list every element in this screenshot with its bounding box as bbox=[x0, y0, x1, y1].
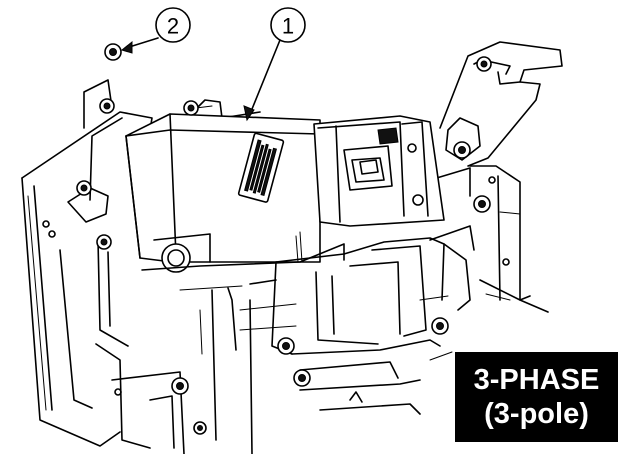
phase-badge: 3-PHASE (3-pole) bbox=[455, 352, 618, 442]
phase-badge-line2: (3-pole) bbox=[484, 398, 589, 430]
callout-1-number: 1 bbox=[282, 14, 294, 39]
terminal-assembly bbox=[179, 225, 475, 454]
callout-1: 1 bbox=[270, 7, 306, 43]
callout-leaders bbox=[120, 37, 281, 122]
screw-item-2 bbox=[104, 43, 122, 61]
mounting-frame bbox=[21, 79, 261, 454]
phase-badge-line1: 3-PHASE bbox=[473, 364, 600, 396]
breaker-handle-block bbox=[313, 115, 445, 227]
hardware-screws bbox=[42, 43, 510, 435]
circuit-breaker bbox=[125, 113, 345, 273]
label-plate bbox=[237, 132, 285, 203]
callout-2-number: 2 bbox=[167, 14, 179, 39]
right-bracket bbox=[429, 41, 563, 313]
callout-2: 2 bbox=[155, 7, 191, 43]
